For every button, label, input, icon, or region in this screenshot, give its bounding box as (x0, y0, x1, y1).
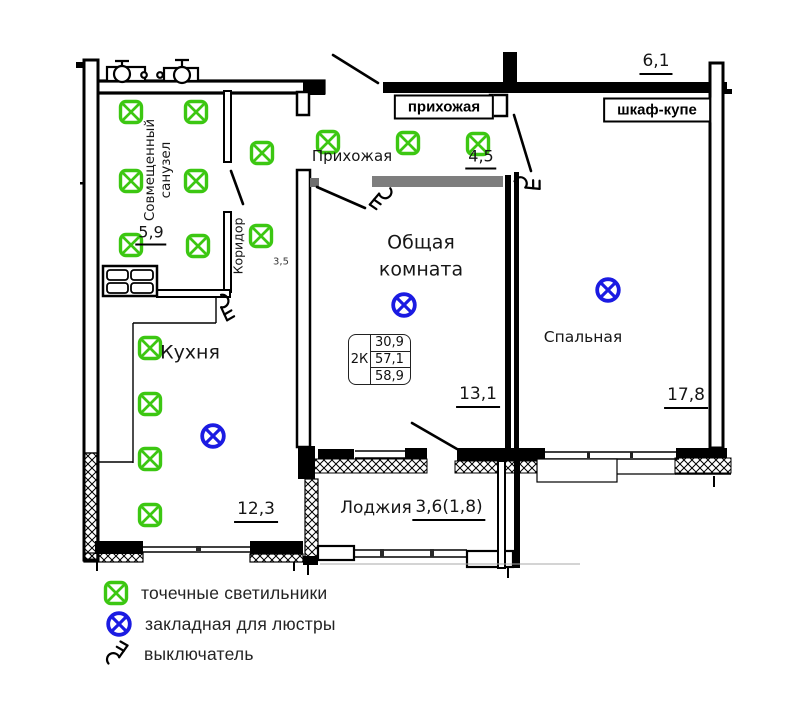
spotlight-symbol (185, 233, 211, 259)
bedroom-area-label: 17,8 (664, 385, 708, 409)
kitchen-room-label: Кухня (160, 341, 220, 364)
bottom-walls-and-windows (83, 446, 732, 578)
spotlight-symbol (118, 168, 144, 194)
loggia-area-label: 3,6(1,8) (412, 497, 486, 521)
spotlight-symbol (248, 223, 274, 249)
plumbing-fixtures (101, 58, 200, 298)
hall-box-label: прихожая (393, 94, 495, 120)
spotlight-symbol (118, 99, 144, 125)
chandelier-symbol (391, 292, 417, 318)
spotlight-symbol (137, 391, 163, 417)
bathroom-door-leaf (229, 169, 245, 206)
living-room-label: Общая комната (378, 231, 464, 280)
legend-item-chandelier: закладная для люстры (102, 608, 336, 640)
switch-icon (105, 640, 129, 665)
chandelier-symbol (595, 277, 621, 303)
spotlight-symbol (183, 99, 209, 125)
kitchen-area-label: 12,3 (234, 499, 278, 523)
bathroom-room-label: Совмещенный санузел (141, 118, 174, 222)
corridor-room-label: Коридор (230, 217, 246, 275)
spotlight-symbol (395, 130, 421, 156)
bathroom-appliance (101, 264, 159, 298)
legend-item-spotlights: точечные светильники (100, 577, 327, 609)
living-room-door-leaf (315, 185, 367, 210)
usable-area-value: 57,1 (371, 352, 410, 369)
legend-item-switch: выключатель (99, 638, 254, 670)
apartment-type: 2К (349, 335, 371, 384)
wardrobe-area-label: 6,1 (639, 51, 673, 75)
spotlight-symbol (137, 335, 163, 361)
balcony-door-leaf (410, 421, 459, 451)
loggia-room-label: Лоджия (340, 498, 412, 518)
bathroom-area-label: 5,9 (135, 223, 167, 246)
hallway-area-label: 4,5 (465, 147, 497, 170)
switch-symbol (368, 185, 393, 212)
wardrobe-box-label: шкаф-купе (603, 97, 711, 123)
total-area-value: 58,9 (375, 368, 404, 384)
spotlight-symbol (249, 140, 275, 166)
exterior-walls (76, 52, 732, 562)
spotlight-icon (103, 580, 129, 606)
door-swings (229, 53, 533, 451)
apartment-info-table: 2К 30,9 57,1 58,9 (348, 334, 411, 385)
spotlight-symbol (137, 446, 163, 472)
wardrobe-bar (372, 176, 503, 187)
spotlight-symbol (183, 168, 209, 194)
living-area-value: 30,9 (371, 335, 410, 352)
bedroom-door-leaf (512, 113, 533, 173)
hallway-room-label: Прихожая (311, 147, 393, 165)
living-area-label: 13,1 (456, 384, 500, 408)
entrance-door-leaf (331, 53, 380, 85)
chandelier-symbol (200, 423, 226, 449)
bedroom-room-label: Спальная (543, 328, 623, 346)
window-sill (536, 458, 618, 483)
spotlight-symbol (137, 502, 163, 528)
corridor-area-label: 3,5 (273, 256, 289, 268)
